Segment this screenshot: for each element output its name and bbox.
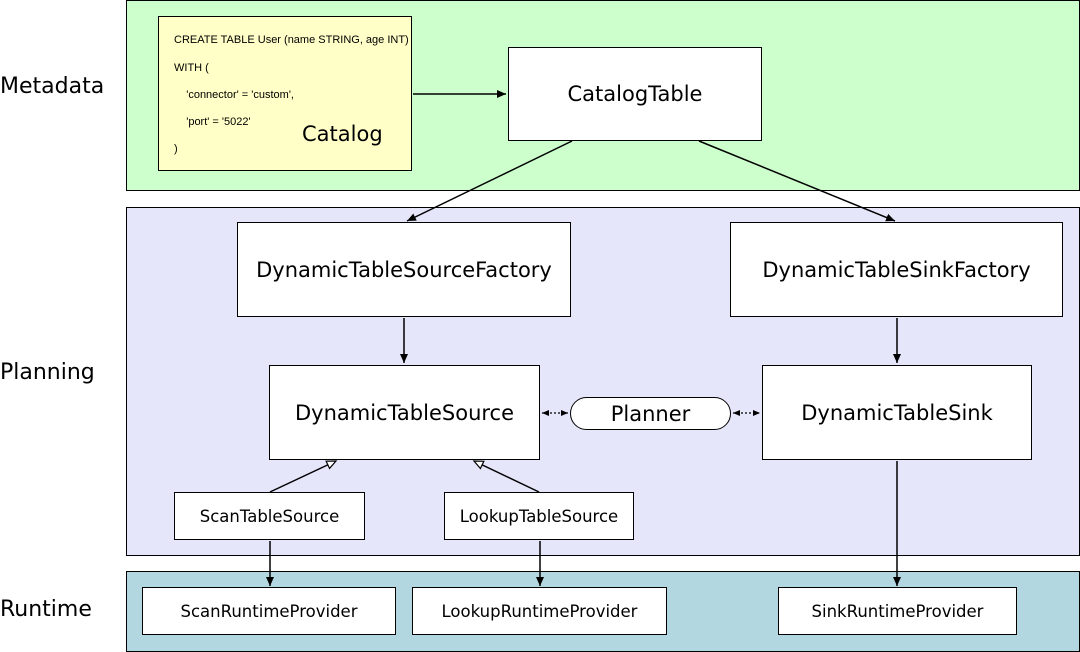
dynamic-table-source-box: DynamicTableSource bbox=[269, 365, 540, 460]
sql-line: CREATE TABLE User (name STRING, age INT) bbox=[174, 34, 409, 46]
catalog-table-box: CatalogTable bbox=[508, 47, 762, 141]
sql-line: WITH ( bbox=[174, 62, 209, 74]
lookup-table-source-box: LookupTableSource bbox=[444, 492, 634, 540]
sink-runtime-provider-box: SinkRuntimeProvider bbox=[778, 587, 1017, 635]
catalog-box: CREATE TABLE User (name STRING, age INT)… bbox=[158, 16, 412, 171]
dynamic-table-sink-factory-box: DynamicTableSinkFactory bbox=[730, 222, 1063, 317]
scan-runtime-provider-box: ScanRuntimeProvider bbox=[142, 587, 396, 635]
planner-node: Planner bbox=[570, 397, 731, 430]
runtime-label: Runtime bbox=[0, 597, 92, 622]
catalog-label: Catalog bbox=[302, 122, 383, 146]
sql-line: ) bbox=[174, 143, 178, 155]
dynamic-table-sink-box: DynamicTableSink bbox=[762, 365, 1032, 460]
metadata-label: Metadata bbox=[0, 74, 105, 99]
scan-table-source-box: ScanTableSource bbox=[174, 492, 365, 540]
sql-line: 'port' = '5022' bbox=[174, 116, 251, 128]
dynamic-table-source-factory-box: DynamicTableSourceFactory bbox=[237, 222, 571, 317]
lookup-runtime-provider-box: LookupRuntimeProvider bbox=[412, 587, 667, 635]
sql-line: 'connector' = 'custom', bbox=[174, 89, 294, 101]
planning-label: Planning bbox=[0, 360, 95, 385]
